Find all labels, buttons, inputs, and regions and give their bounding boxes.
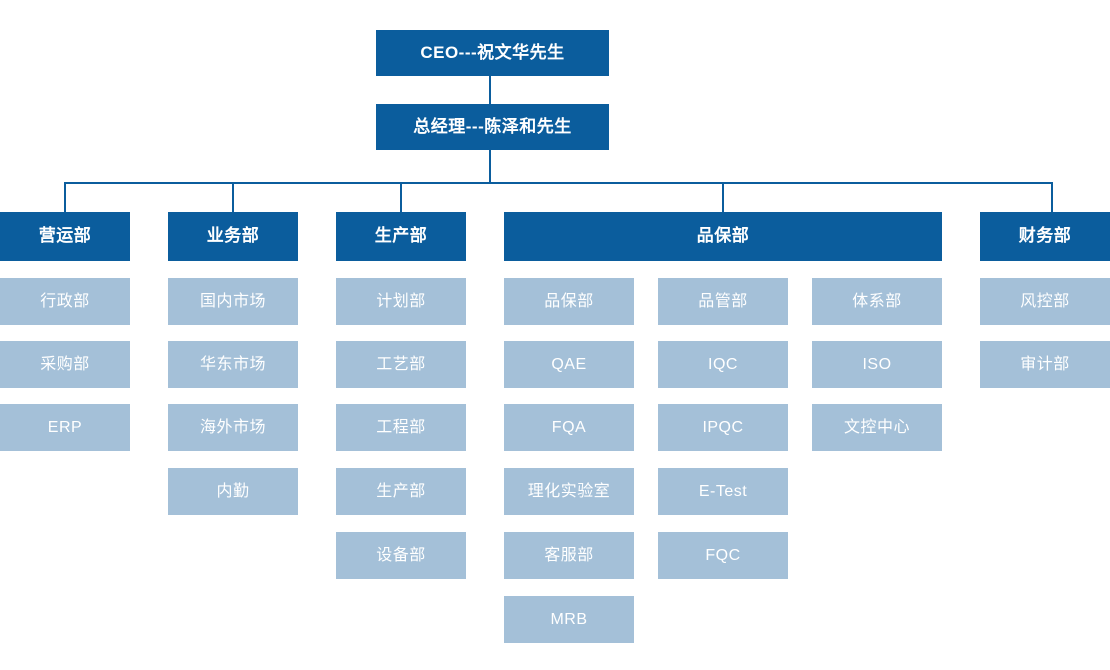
org-node-sub: IQC — [658, 341, 788, 388]
org-node-sub: 品保部 — [504, 278, 634, 325]
org-node-dept-head: 生产部 — [336, 212, 466, 261]
connector-dept-stub — [64, 183, 66, 213]
org-node-sub: FQC — [658, 532, 788, 579]
org-node-dept-head: 财务部 — [980, 212, 1110, 261]
org-node-sub: 华东市场 — [168, 341, 298, 388]
connector-dept-stub — [400, 183, 402, 213]
org-node-sub: FQA — [504, 404, 634, 451]
org-node-sub: 风控部 — [980, 278, 1110, 325]
org-node-sub: E-Test — [658, 468, 788, 515]
org-node-sub: 工艺部 — [336, 341, 466, 388]
connector-ceo-gm — [489, 76, 491, 104]
connector-dept-stub — [722, 183, 724, 213]
org-node-sub: 国内市场 — [168, 278, 298, 325]
connector-dept-stub — [232, 183, 234, 213]
org-node-sub: 文控中心 — [812, 404, 942, 451]
connector-gm-riser — [489, 150, 491, 183]
org-node-general-manager: 总经理---陈泽和先生 — [376, 104, 609, 150]
org-node-sub: QAE — [504, 341, 634, 388]
org-node-dept-head: 业务部 — [168, 212, 298, 261]
org-node-sub: ERP — [0, 404, 130, 451]
org-node-ceo: CEO---祝文华先生 — [376, 30, 609, 76]
org-node-sub: 海外市场 — [168, 404, 298, 451]
connector-bus — [64, 182, 1053, 184]
org-node-sub: 体系部 — [812, 278, 942, 325]
org-node-sub: 工程部 — [336, 404, 466, 451]
org-node-sub: IPQC — [658, 404, 788, 451]
org-node-sub: 审计部 — [980, 341, 1110, 388]
org-node-sub: 计划部 — [336, 278, 466, 325]
org-node-sub: ISO — [812, 341, 942, 388]
org-node-sub: 客服部 — [504, 532, 634, 579]
connector-dept-stub — [1051, 183, 1053, 213]
org-node-sub: 设备部 — [336, 532, 466, 579]
org-node-sub: 品管部 — [658, 278, 788, 325]
org-node-dept-head: 品保部 — [504, 212, 942, 261]
org-node-sub: 行政部 — [0, 278, 130, 325]
org-node-sub: 内勤 — [168, 468, 298, 515]
org-node-dept-head: 营运部 — [0, 212, 130, 261]
org-node-sub: 理化实验室 — [504, 468, 634, 515]
org-node-sub: MRB — [504, 596, 634, 643]
org-node-sub: 采购部 — [0, 341, 130, 388]
org-node-sub: 生产部 — [336, 468, 466, 515]
